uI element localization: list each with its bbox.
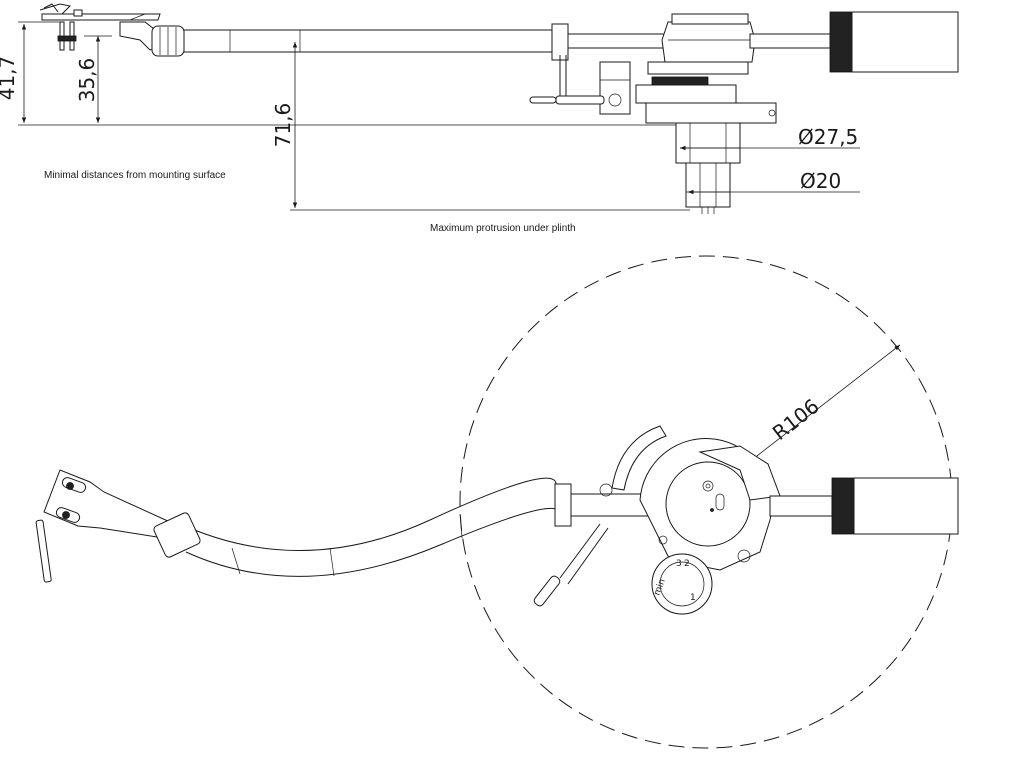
radius-label: R106 xyxy=(768,394,824,445)
note-maximum-protrusion: Maximum protrusion under plinth xyxy=(430,223,576,234)
dial-number-1: 1 xyxy=(690,593,696,603)
side-view: 41,7 35,6 71,6 Ø27,5 Ø20 Minimal distanc… xyxy=(0,3,959,234)
arm-rest xyxy=(611,425,667,491)
counterweight-top xyxy=(769,477,959,535)
dim-diameter-20: Ø20 xyxy=(800,169,841,193)
counterweight-side xyxy=(749,11,959,73)
dim-diameter-27-5: Ø27,5 xyxy=(798,125,858,149)
bearing-top xyxy=(639,437,781,571)
armtube-side xyxy=(151,23,669,61)
antiskate-dial: min 1 2 3 xyxy=(651,553,713,615)
radius-dimension-line xyxy=(743,344,901,467)
dim-35-6: 35,6 xyxy=(75,58,99,103)
dial-number-3: 3 xyxy=(676,559,682,569)
top-view: R106 xyxy=(35,255,959,749)
dim-41-7: 41,7 xyxy=(0,56,19,101)
note-minimal-distances: Minimal distances from mounting surface xyxy=(44,170,226,181)
arm-lift-side xyxy=(529,55,631,115)
headshell-top xyxy=(35,469,177,583)
dim-71-6: 71,6 xyxy=(271,103,295,148)
dial-number-2: 2 xyxy=(684,559,690,569)
bearing-housing-side xyxy=(635,13,777,214)
lift-lever-top xyxy=(533,483,613,607)
dimension-lines xyxy=(18,21,860,211)
headshell-side xyxy=(39,3,161,51)
